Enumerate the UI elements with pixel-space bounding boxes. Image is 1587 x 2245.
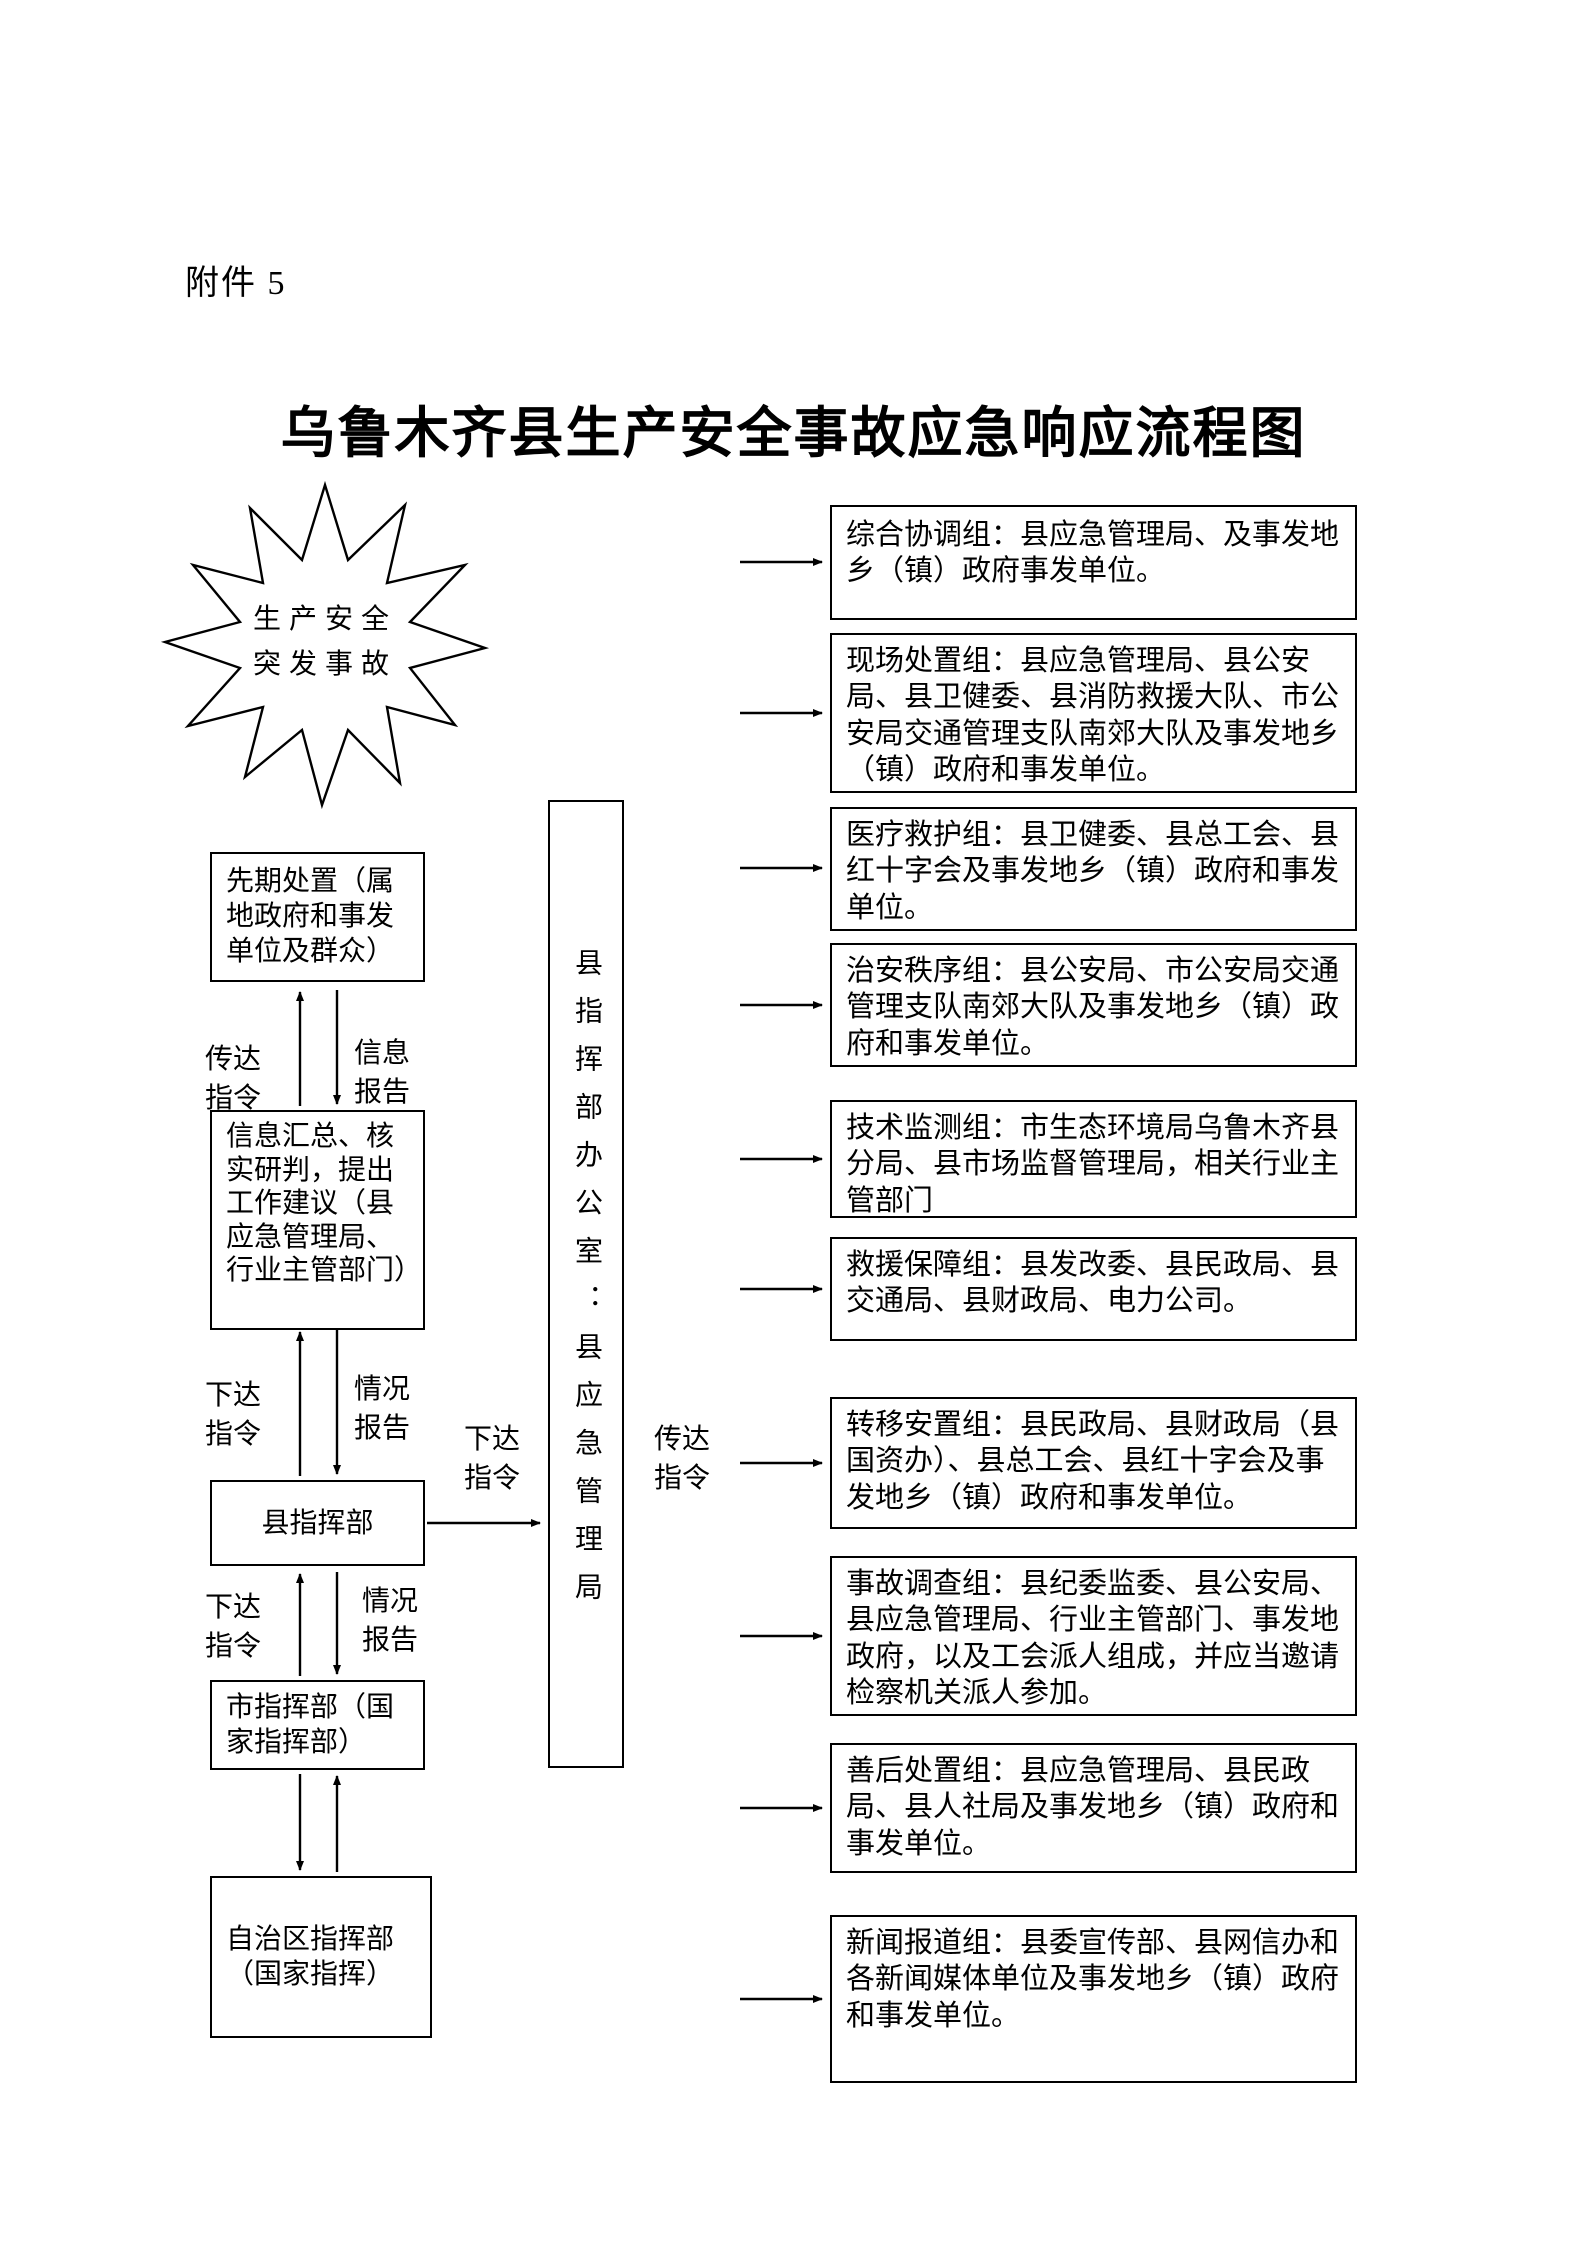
- label-convey-up: 传达指令: [204, 1044, 261, 1115]
- node-region-hq: 自治区指挥部（国家指挥）: [210, 1876, 432, 2038]
- group-box-coordination: 综合协调组：县应急管理局、及事发地乡（镇）政府事发单位。: [830, 505, 1357, 620]
- node-command-office: 县指挥部办公室：县应急管理局: [548, 800, 624, 1768]
- label-info-report: 信息报告: [353, 1038, 410, 1109]
- label-situation-report-1: 情况报告: [353, 1374, 410, 1445]
- label-situation-report-2: 情况报告: [361, 1586, 418, 1657]
- node-county-hq: 县指挥部: [210, 1480, 425, 1566]
- incident-line-2: 突发事故: [252, 648, 397, 680]
- label-issue-order-office: 下达指令: [463, 1424, 520, 1495]
- incident-starburst-text: 生产安全 突发事故: [215, 598, 435, 688]
- label-issue-order-2: 下达指令: [204, 1592, 261, 1663]
- command-office-text: 县指挥部办公室：县应急管理局: [571, 948, 602, 1620]
- node-info-summary: 信息汇总、核实研判，提出工作建议（县应急管理局、行业主管部门）: [210, 1110, 425, 1330]
- group-box-scene-disposal: 现场处置组：县应急管理局、县公安局、县卫健委、县消防救援大队、市公安局交通管理支…: [830, 633, 1357, 793]
- label-convey-office: 传达指令: [653, 1424, 710, 1495]
- attachment-label: 附件 5: [185, 265, 287, 302]
- node-initial-disposal: 先期处置（属地政府和事发单位及群众）: [210, 852, 425, 982]
- group-box-tech-monitoring: 技术监测组：市生态环境局乌鲁木齐县分局、县市场监督管理局，相关行业主管部门: [830, 1100, 1357, 1218]
- group-box-accident-investigation: 事故调查组：县纪委监委、县公安局、县应急管理局、行业主管部门、事发地政府，以及工…: [830, 1556, 1357, 1716]
- incident-line-1: 生产安全: [252, 604, 397, 635]
- page-title: 乌鲁木齐县生产安全事故应急响应流程图: [280, 403, 1307, 464]
- label-issue-order-1: 下达指令: [204, 1380, 261, 1451]
- group-box-medical-rescue: 医疗救护组：县卫健委、县总工会、县红十字会及事发地乡（镇）政府和事发单位。: [830, 807, 1357, 931]
- group-arrows: [740, 558, 823, 2003]
- group-box-rescue-support: 救援保障组：县发改委、县民政局、县交通局、县财政局、电力公司。: [830, 1237, 1357, 1341]
- node-city-hq: 市指挥部（国家指挥部）: [210, 1680, 425, 1770]
- group-box-aftermath: 善后处置组：县应急管理局、县民政局、县人社局及事发地乡（镇）政府和事发单位。: [830, 1743, 1357, 1873]
- group-box-public-order: 治安秩序组：县公安局、市公安局交通管理支队南郊大队及事发地乡（镇）政府和事发单位…: [830, 943, 1357, 1067]
- group-box-news-report: 新闻报道组：县委宣传部、县网信办和各新闻媒体单位及事发地乡（镇）政府和事发单位。: [830, 1915, 1357, 2083]
- group-box-relocation: 转移安置组：县民政局、县财政局（县国资办）、县总工会、县红十字会及事发地乡（镇）…: [830, 1397, 1357, 1529]
